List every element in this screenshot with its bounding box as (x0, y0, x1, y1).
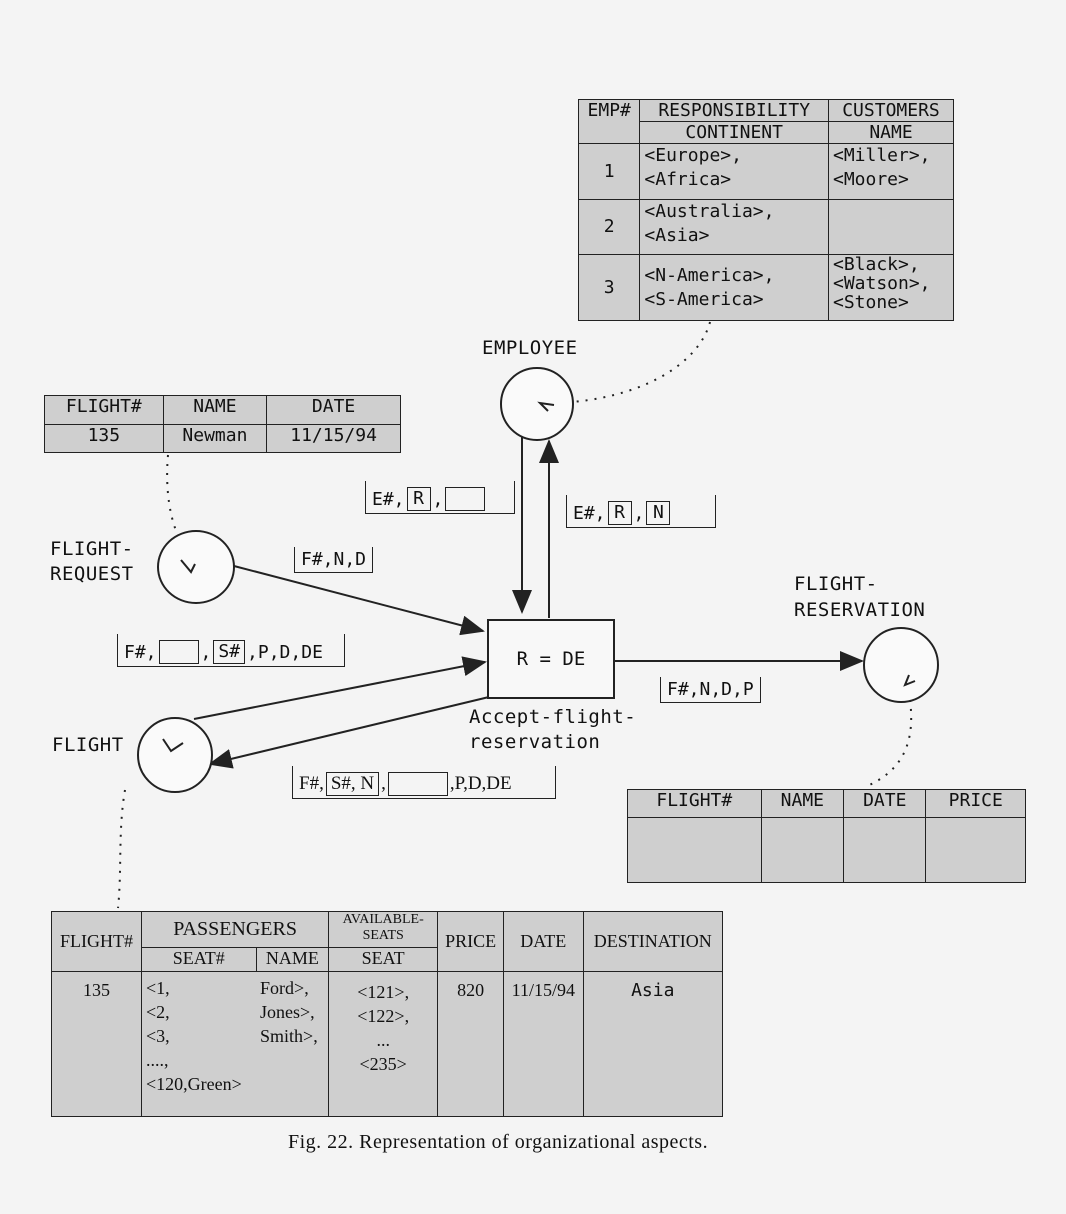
table-row: 1 <Europe>,<Africa> <Miller>,<Moore> (577, 143, 955, 200)
table-row (627, 817, 1026, 883)
figure-caption: Fig. 22. Representation of organizationa… (288, 1131, 709, 1153)
employee-table: EMP# RESPONSIBILITY CUSTOMERS CONTINENT … (577, 99, 955, 321)
flight-request-place[interactable] (157, 530, 235, 604)
table-row: 135 <1,<2,<3,....,<120,Green> Ford>,Jone… (50, 971, 724, 1117)
flight-request-label: FLIGHT- REQUEST (50, 538, 134, 585)
arc-flight-to-transition (193, 656, 487, 720)
request-table-link (166, 454, 181, 541)
flight-table: FLIGHT# PASSENGERS AVAILABLE-SEATS PRICE… (50, 911, 724, 1117)
clock-hand-icon (162, 738, 184, 753)
clock-hand-icon (537, 401, 555, 412)
arc-request-to-transition (233, 565, 485, 636)
clock-hand-icon (903, 674, 916, 687)
clock-hand-icon (180, 559, 196, 574)
arc-label-flight-out: F#, S#, N , ,P,D,DE (292, 766, 556, 799)
flight-reservation-place[interactable] (863, 627, 939, 703)
employee-place[interactable] (500, 367, 574, 441)
col-responsibility: RESPONSIBILITY (639, 99, 829, 122)
flight-table-link (117, 789, 126, 909)
reservation-table-link (864, 699, 913, 788)
arc-label-employee-out: E#, R , N (566, 495, 716, 528)
employee-label: EMPLOYEE (482, 337, 578, 359)
flight-request-table: FLIGHT# NAME DATE 135 Newman 11/15/94 (44, 395, 401, 453)
arc-label-flight-in: F#, , S# ,P,D,DE (117, 634, 345, 667)
table-row: 3 <N-America>,<S-America> <Black>,<Watso… (577, 254, 955, 321)
flight-reservation-label: FLIGHT- RESERVATION (794, 573, 926, 621)
col-emp: EMP# (577, 99, 641, 144)
transition-predicate: R = DE (516, 648, 586, 670)
col-customers: CUSTOMERS (827, 99, 955, 122)
transition-name: Accept-flight- reservation (469, 706, 637, 753)
flight-label: FLIGHT (52, 734, 124, 756)
employee-table-link (571, 321, 711, 403)
col-continent: CONTINENT (639, 121, 829, 144)
arc-label-employee-in: E#, R , (365, 481, 515, 514)
arc-label-reservation: F#,N,D,P (660, 677, 761, 703)
table-row: 2 <Australia>,<Asia> (577, 198, 955, 256)
flight-place[interactable] (137, 717, 213, 793)
col-name: NAME (827, 121, 955, 144)
flight-reservation-table: FLIGHT# NAME DATE PRICE (627, 789, 1026, 883)
arc-transition-to-flight (208, 696, 490, 769)
transition-box[interactable]: R = DE (487, 619, 615, 699)
table-row: 135 Newman 11/15/94 (44, 423, 401, 453)
arc-label-request: F#,N,D (294, 547, 374, 573)
